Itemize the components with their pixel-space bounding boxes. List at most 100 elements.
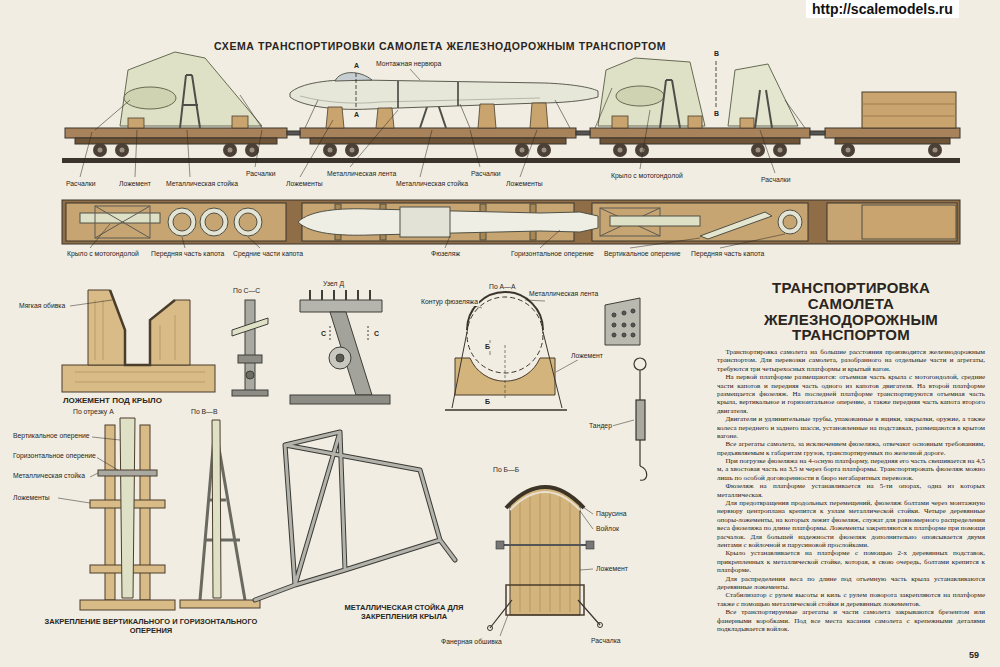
fitting-plate bbox=[605, 298, 640, 345]
section-c bbox=[232, 318, 268, 336]
part-label: Контур фюзеляжа bbox=[420, 298, 479, 306]
part-label: Вертикальное оперение bbox=[12, 432, 91, 440]
leader-line bbox=[80, 110, 775, 177]
leader-line bbox=[90, 224, 785, 248]
metal-band bbox=[397, 81, 399, 108]
leader-line bbox=[500, 507, 593, 636]
article-column: ТРАНСПОРТИРОВКА САМОЛЕТА ЖЕЛЕЗНОДОРОЖНЫМ… bbox=[716, 280, 986, 633]
article-heading: ТРАНСПОРТИРОВКА САМОЛЕТА ЖЕЛЕЗНОДОРОЖНЫМ… bbox=[734, 280, 968, 343]
turnbuckle bbox=[640, 466, 647, 480]
section-line bbox=[356, 73, 357, 110]
leader-line bbox=[70, 300, 112, 306]
metal-stand bbox=[255, 432, 455, 600]
wheel-hub bbox=[328, 148, 333, 153]
fitting-plate bbox=[622, 323, 626, 327]
section-label: По Б—Б bbox=[492, 466, 520, 474]
wheel bbox=[115, 143, 129, 157]
wing-cargo bbox=[120, 52, 798, 126]
section-c bbox=[245, 300, 255, 395]
plan-cargo bbox=[95, 206, 150, 238]
section-b bbox=[510, 488, 580, 616]
part-label: Ложемент bbox=[595, 565, 629, 573]
cradle bbox=[740, 118, 754, 128]
metal-stand bbox=[420, 104, 446, 128]
cradle bbox=[326, 107, 344, 128]
wheel bbox=[751, 143, 765, 157]
part-label: Ложементы bbox=[285, 180, 324, 188]
wing-cargo bbox=[120, 52, 262, 126]
wheel bbox=[345, 143, 359, 157]
section-a bbox=[445, 409, 567, 411]
figure-title: ЗАКРЕПЛЕНИЕ ВЕРТИКАЛЬНОГО И ГОРИЗОНТАЛЬН… bbox=[40, 618, 262, 635]
plan-flatcar bbox=[827, 203, 957, 241]
fitting-plate bbox=[612, 313, 616, 317]
flatcar bbox=[75, 138, 277, 144]
cradle bbox=[128, 103, 754, 128]
turnbuckle bbox=[634, 358, 647, 480]
section-mark: А bbox=[353, 111, 360, 119]
tail-fixture bbox=[212, 420, 221, 598]
flatcar bbox=[600, 138, 800, 144]
section-b bbox=[500, 544, 590, 546]
plan-cargo bbox=[862, 205, 956, 239]
part-label: Монтажная нервюра bbox=[375, 60, 442, 68]
section-a bbox=[505, 345, 506, 400]
wheel-hub bbox=[778, 148, 783, 153]
fitting-plate bbox=[612, 333, 616, 337]
part-label: Расчалки bbox=[65, 180, 96, 188]
wing-cradle bbox=[75, 300, 205, 382]
section-b bbox=[490, 600, 600, 628]
part-label: Ложемент bbox=[570, 352, 604, 360]
bracket-node bbox=[330, 312, 372, 395]
section-mark: С bbox=[320, 330, 327, 338]
wing-cargo bbox=[124, 87, 176, 109]
wheel bbox=[245, 143, 259, 157]
plan-flatcar bbox=[66, 203, 286, 241]
page-number: 59 bbox=[968, 650, 980, 660]
wing-cargo bbox=[728, 64, 798, 126]
flatcar bbox=[835, 138, 950, 144]
section-line bbox=[356, 61, 716, 110]
metal-band bbox=[457, 82, 459, 106]
plan-flatcar bbox=[62, 200, 960, 244]
wheel bbox=[635, 143, 649, 157]
part-label: Крыло с мотогондолой bbox=[66, 250, 140, 258]
cradle bbox=[530, 103, 548, 128]
plan-flatcar bbox=[62, 200, 960, 244]
rail-track bbox=[62, 158, 960, 163]
plan-cargo bbox=[239, 213, 257, 231]
fitting-plate bbox=[631, 323, 635, 327]
turnbuckle bbox=[639, 370, 640, 400]
leader-line bbox=[58, 437, 120, 503]
section-label: Узел Д bbox=[322, 280, 345, 288]
part-label: Ложементы bbox=[505, 180, 544, 188]
part-label: Фюзеляж bbox=[430, 250, 461, 258]
part-label: Ложемент bbox=[118, 180, 152, 188]
guy-wire bbox=[95, 88, 805, 130]
figure-title: МЕТАЛЛИЧЕСКАЯ СТОЙКА ДЛЯ ЗАКРЕПЛЕНИЯ КРЫ… bbox=[338, 604, 470, 621]
plan-cargo bbox=[205, 213, 223, 231]
leader-line bbox=[80, 69, 775, 177]
part-label: Расчалки bbox=[760, 176, 791, 184]
section-b bbox=[520, 491, 570, 612]
wheel-hub bbox=[228, 148, 233, 153]
wheel-hub bbox=[120, 148, 125, 153]
section-b bbox=[506, 585, 584, 615]
crate bbox=[862, 104, 956, 116]
article-paragraph: На первой платформе размещаются: отъемна… bbox=[716, 373, 986, 415]
crate bbox=[862, 92, 956, 128]
bracket-node bbox=[368, 326, 369, 342]
wheel-hub bbox=[98, 148, 103, 153]
wheel bbox=[773, 143, 787, 157]
metal-stand bbox=[755, 90, 772, 128]
wing-cradle bbox=[62, 290, 215, 392]
flatcar bbox=[310, 138, 566, 144]
fitting-plate bbox=[612, 323, 616, 327]
wheel-hub bbox=[98, 148, 938, 153]
article-paragraph: Фюзеляж на платформе устанавливается на … bbox=[716, 482, 986, 499]
flatcar bbox=[287, 131, 300, 135]
article-paragraph: Для предотвращения продольных перемещени… bbox=[716, 499, 986, 549]
cradle bbox=[232, 116, 248, 128]
leader-line bbox=[58, 437, 120, 503]
article-paragraph: Все агрегаты самолета, за исключением фю… bbox=[716, 440, 986, 457]
